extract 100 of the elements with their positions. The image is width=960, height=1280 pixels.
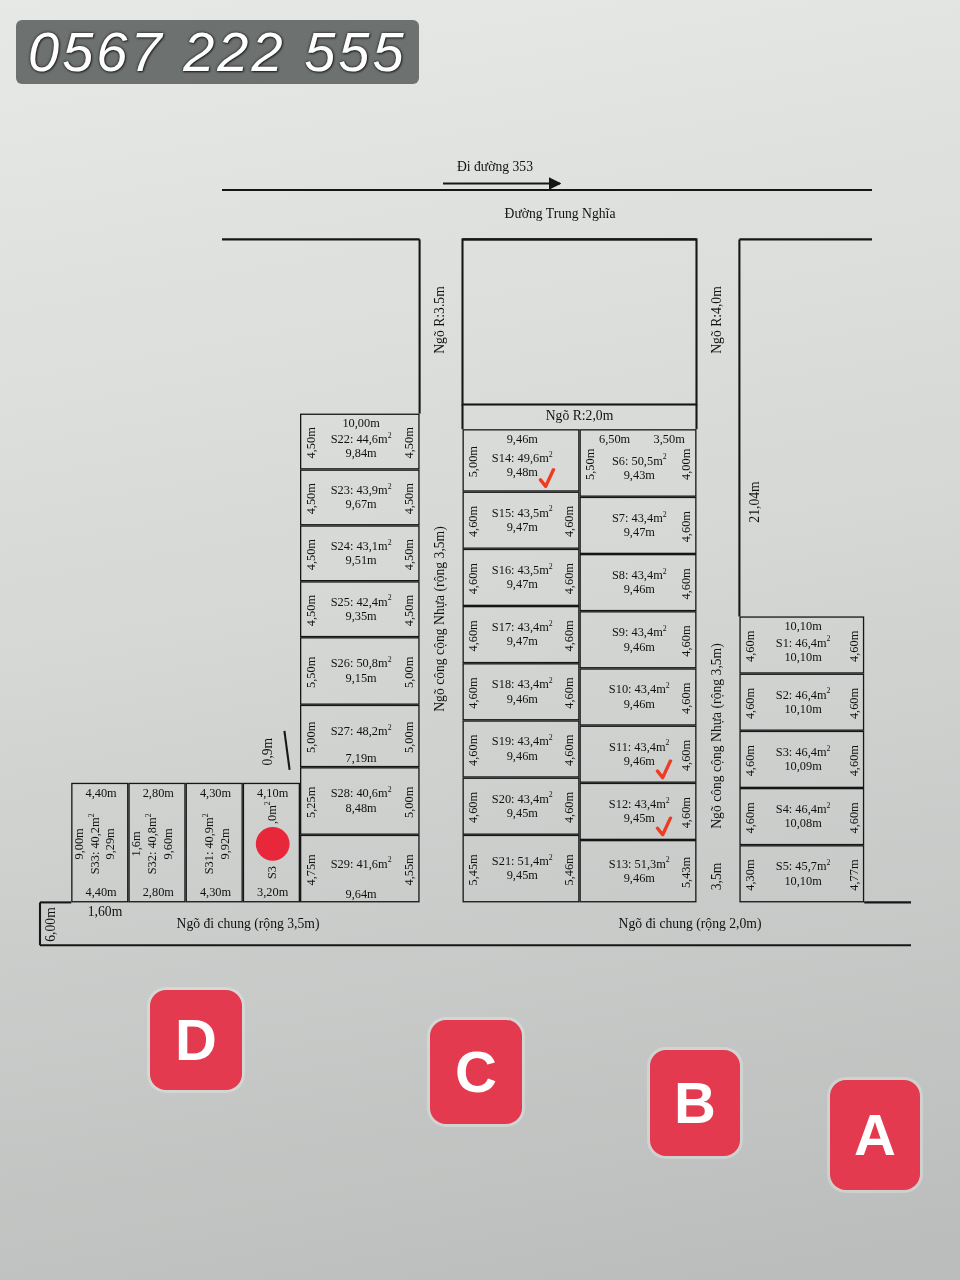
dimension-label: 5,00m — [404, 656, 417, 688]
plot-area-label: S6: 50,5m$^{2}$ — [611, 455, 667, 468]
plot-area-label: S2: 46,4m$^{2}$ — [775, 689, 831, 702]
plot-area-label: S16: 43,5m$^{2}$ — [491, 564, 553, 578]
dimension-label: 3,20m — [257, 887, 289, 900]
road-label: Ngõ đi chung (rộng 3,5m) — [176, 917, 320, 932]
dimension-label: 9,35m — [345, 610, 377, 624]
zone-letter-tag: A — [830, 1080, 920, 1190]
dimension-label: 4,77m — [848, 859, 862, 891]
dimension-label: 4,60m — [564, 563, 577, 595]
plot-area-label: S26: 50,8m$^{2}$ — [330, 658, 392, 671]
dimension-label: 9,47m — [506, 521, 538, 535]
dimension-label: 4,75m — [305, 854, 318, 886]
dimension-label: 4,60m — [468, 734, 481, 766]
dimension-label: 9,92m — [219, 828, 233, 860]
dimension-label: 4,60m — [681, 625, 694, 657]
dimension-label: 4,60m — [564, 677, 577, 709]
phone-number: 0567 222 555 — [16, 20, 419, 84]
plot-area-label: S17: 43,4m$^{2}$ — [491, 621, 553, 635]
plot-area-label: S13: 51,3m$^{2}$ — [608, 858, 670, 871]
dimension-label: 4,60m — [564, 505, 577, 538]
dimension-label: 9,46m — [506, 693, 538, 706]
road-label: Ngõ đi chung (rộng 2,0m) — [618, 917, 762, 932]
plot-area-label: S1: 46,4m$^{2}$ — [775, 637, 831, 650]
plot-area-label: S14: 49,6m$^{2}$ — [491, 452, 553, 466]
land-plot — [300, 525, 420, 582]
zone-letter-tag: B — [650, 1050, 740, 1156]
dimension-label: 4,60m — [468, 620, 481, 652]
dimension-label: 9,67m — [345, 499, 377, 512]
dimension-label: 9,84m — [345, 448, 377, 461]
dimension-label: 5,50m — [585, 448, 598, 480]
plot-area-label: S10: 43,4m$^{2}$ — [608, 684, 670, 697]
zone-letter-tag: C — [430, 1020, 522, 1124]
plot-area-label: S22: 44,6m$^{2}$ — [330, 434, 392, 447]
plot-area-label: S4: 46,4m$^{2}$ — [775, 803, 831, 817]
dimension-label: 4,55m — [404, 854, 417, 886]
land-plot — [300, 704, 420, 768]
dimension-label: 4,40m — [85, 788, 117, 801]
dimension-label: 9,46m — [506, 750, 538, 763]
dimension-label: 4,30m — [199, 887, 232, 900]
road-label: Ngõ công cộng Nhựa (rộng 3,5m) — [433, 526, 448, 712]
dimension-label: 10,10m — [784, 620, 822, 633]
dimension-label: 4,50m — [404, 427, 417, 459]
dimension-label: 4,60m — [681, 682, 694, 714]
dimension-label: 0,9m — [262, 737, 276, 766]
dimension-label: 9,15m — [345, 672, 377, 685]
plot-area-label: S20: 43,4m$^{2}$ — [491, 793, 553, 806]
land-plot — [242, 782, 300, 903]
plot-area-label: S12: 43,4m$^{2}$ — [608, 798, 670, 812]
dimension-label: 4,30m — [744, 859, 758, 891]
dimension-label: 9,51m — [345, 554, 377, 568]
road-label: Đường Trung Nghĩa — [504, 207, 616, 222]
road-label: Ngõ R:2,0m — [545, 409, 614, 423]
dimension-label: 6,50m — [599, 433, 631, 446]
land-plot — [462, 548, 580, 606]
dimension-label: 4,60m — [744, 630, 758, 662]
dimension-label: 4,50m — [404, 539, 417, 571]
dimension-label: 9,46m — [623, 872, 655, 886]
dimension-label: 10,00m — [342, 417, 380, 431]
plot-area-label: S15: 43,5m$^{2}$ — [491, 507, 553, 520]
plot-area-label: S18: 43,4m$^{2}$ — [491, 679, 553, 692]
dimension-label: 10,10m — [784, 651, 822, 665]
dimension-label: 9,47m — [623, 527, 655, 540]
dimension-label: 5,50m — [305, 656, 318, 688]
dimension-label: 4,60m — [848, 687, 862, 720]
plot-area-label: S23: 43,9m$^{2}$ — [330, 484, 392, 498]
dimension-label: 5,00m — [305, 721, 318, 753]
dimension-label: 4,60m — [848, 745, 862, 777]
land-plot — [739, 730, 865, 788]
road-label: Ngõ R:3.5m — [433, 286, 448, 354]
dimension-label: 5,00m — [404, 721, 417, 753]
dimension-label: 9,47m — [506, 636, 538, 649]
dimension-label: 4,50m — [404, 483, 417, 515]
dimension-label: 21,04m — [748, 481, 762, 523]
dimension-label: 4,60m — [744, 802, 758, 834]
dimension-label: 4,40m — [85, 887, 117, 900]
dimension-label: 4,10m — [257, 788, 289, 801]
plot-area-label: S27: 48,2m$^{2}$ — [330, 725, 392, 739]
dimension-label: 4,60m — [681, 739, 694, 772]
plot-area-label: S24: 43,1m$^{2}$ — [330, 540, 392, 554]
dimension-label: 9,46m — [623, 641, 655, 654]
plot-area-label: S8: 43,4m$^{2}$ — [611, 569, 667, 583]
dimension-label: 4,60m — [681, 568, 694, 600]
dimension-label: 9,64m — [345, 888, 377, 901]
dimension-label: 10,10m — [784, 703, 822, 717]
land-plot — [579, 782, 697, 840]
dimension-label: 4,60m — [744, 687, 758, 720]
dimension-label: 4,60m — [681, 511, 694, 543]
land-plot — [300, 581, 420, 638]
zone-letter-tag: D — [150, 990, 242, 1090]
dimension-label: 4,60m — [744, 745, 758, 777]
dimension-label: 4,50m — [305, 483, 318, 515]
dimension-label: 4,60m — [848, 802, 862, 834]
dimension-label: 4,50m — [404, 594, 417, 627]
plot-area-label: S3 — [266, 865, 279, 880]
dimension-label: 5,00m — [468, 446, 481, 478]
dimension-label: 9,46m — [623, 584, 655, 597]
dimension-label: 4,60m — [681, 797, 694, 829]
plot-area-label: S11: 43,4m$^{2}$ — [609, 741, 670, 754]
direction-label: Đi đường 353 — [456, 161, 534, 175]
